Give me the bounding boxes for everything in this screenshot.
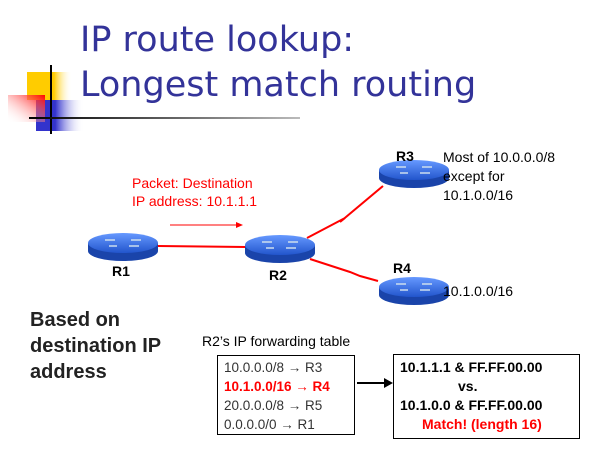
basis-line-3: address (30, 361, 107, 383)
router-r2-icon (244, 234, 316, 264)
match-result: Match! (length 16) (422, 416, 542, 432)
r3-note: Most of 10.0.0.0/8 except for 10.1.0.0/1… (443, 148, 555, 205)
title-line-2: Longest match routing (80, 65, 477, 105)
r4-note: 10.1.0.0/16 (443, 283, 514, 299)
router-r2-label: R2 (269, 267, 287, 283)
router-r3-label: R3 (396, 148, 414, 164)
result-line-3: 10.1.0.0 & FF.FF.00.00 (400, 397, 543, 413)
table-row: 10.0.0.0/8 → R3 (224, 360, 323, 375)
result-line-2: vs. (458, 378, 478, 394)
r3-note-line-2: except for (443, 168, 505, 184)
table-row-match: 10.1.0.0/16 → R4 (224, 379, 330, 394)
router-r3-icon (378, 159, 450, 189)
logo-decoration (8, 65, 300, 134)
router-r1-icon (87, 232, 159, 262)
r3-note-line-1: Most of 10.0.0.0/8 (443, 149, 556, 165)
result-line-1: 10.1.1.1 & FF.FF.00.00 (400, 359, 543, 375)
r3-note-line-3: 10.1.0.0/16 (443, 187, 514, 203)
table-row: 20.0.0.0/8 → R5 (224, 398, 323, 413)
packet-line-1: Packet: Destination (132, 175, 253, 191)
basis-text: Based on destination IP address (30, 307, 161, 385)
table-caption: R2’s IP forwarding table (202, 333, 351, 349)
basis-line-1: Based on (30, 309, 121, 331)
router-r1-label: R1 (112, 263, 130, 279)
packet-line-2: IP address: 10.1.1.1 (132, 193, 258, 209)
router-r4-label: R4 (393, 260, 411, 276)
links (157, 185, 384, 282)
packet-label: Packet: Destination IP address: 10.1.1.1 (132, 174, 257, 210)
basis-line-2: destination IP (30, 335, 162, 357)
forwarding-table: 10.0.0.0/8 → R3 10.1.0.0/16 → R4 20.0.0.… (217, 355, 355, 435)
title-line-1: IP route lookup: (80, 20, 355, 60)
router-r4-icon (378, 276, 450, 306)
table-row: 0.0.0.0/0 → R1 (224, 417, 315, 432)
match-result-box: 10.1.1.1 & FF.FF.00.00 vs. 10.1.0.0 & FF… (393, 354, 580, 439)
